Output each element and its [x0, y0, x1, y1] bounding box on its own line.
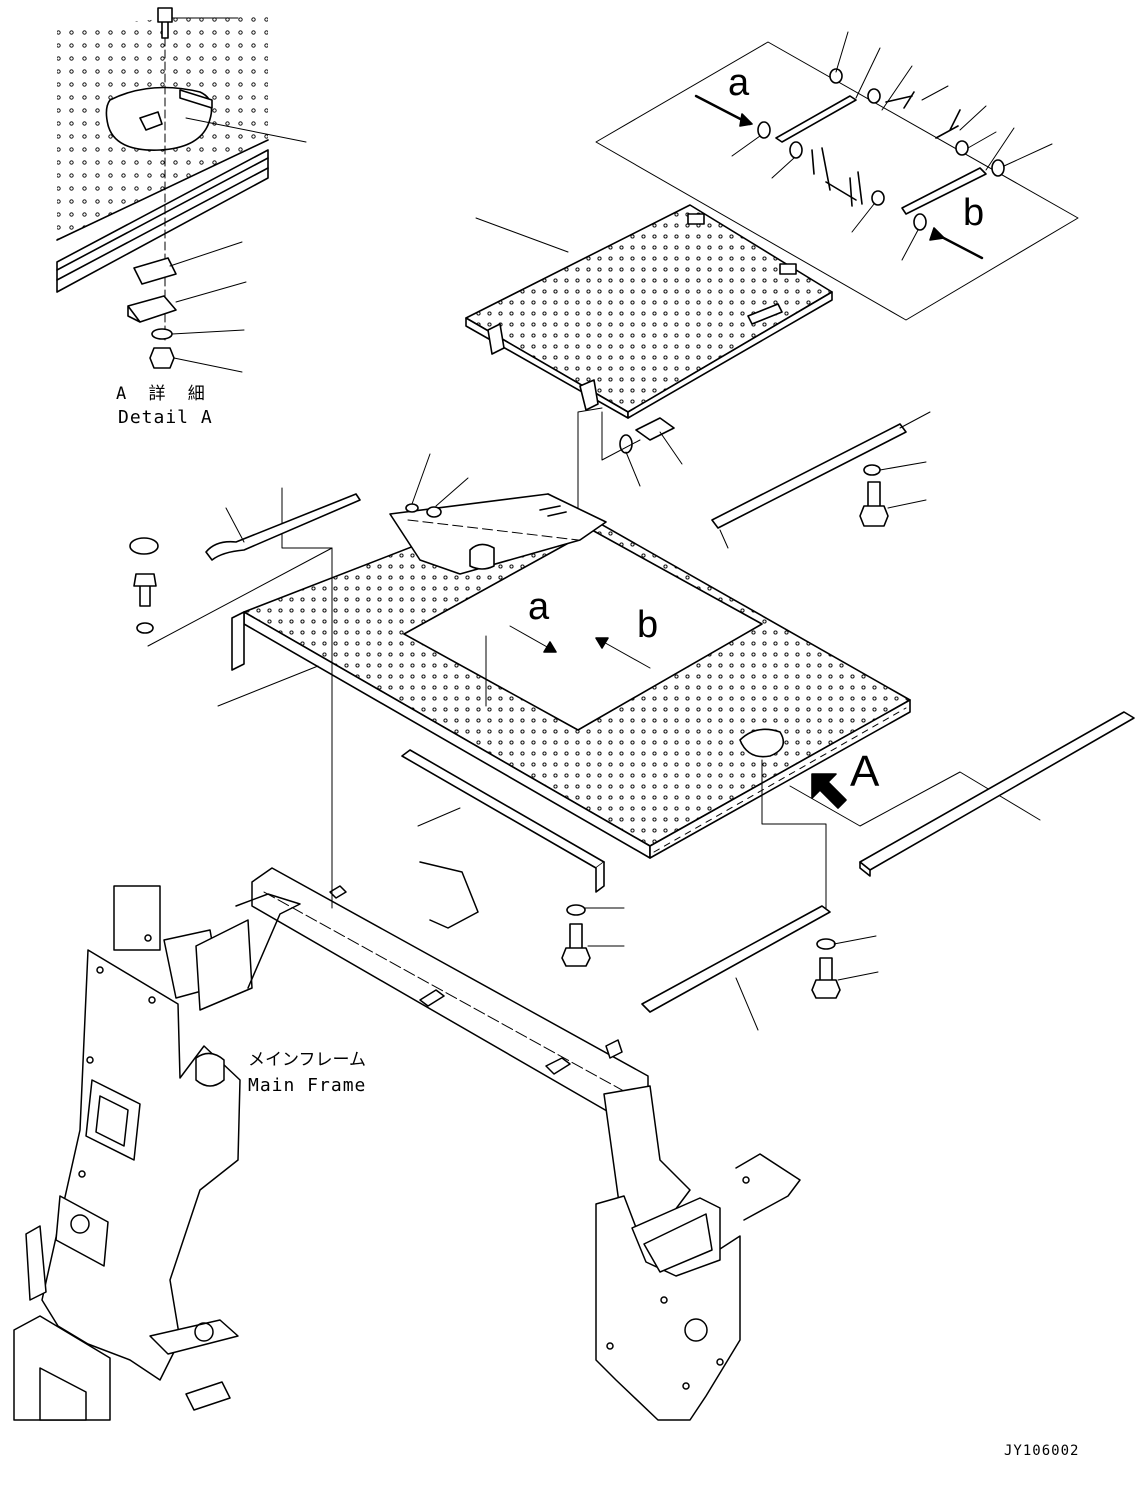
main-frame-label-en: Main Frame [248, 1075, 367, 1096]
washer-icon [405, 503, 419, 513]
washer-icon [991, 159, 1005, 177]
main-frame-group [13, 861, 801, 1421]
washer-icon [136, 622, 154, 634]
bolt-icon [859, 481, 889, 527]
view-mark-a-upper: a [728, 62, 750, 104]
detail-a-rail [56, 149, 269, 293]
washer-icon [426, 506, 442, 518]
floor-plate-group [147, 487, 1041, 911]
washer-icon [913, 213, 927, 231]
bolt-icon [133, 573, 157, 607]
detail-a-bracket [179, 89, 213, 109]
washer-icon [619, 434, 633, 454]
view-mark-b-lower: b [637, 604, 659, 646]
bolt-icon [811, 957, 841, 999]
gas-spring-detail-group [595, 31, 1079, 321]
rail-upper-right [711, 423, 907, 529]
long-bar-right [859, 711, 1135, 871]
drawing-number: JY106002 [1004, 1443, 1080, 1459]
view-mark-b-upper: b [963, 192, 985, 234]
detail-a-cover-plate [105, 86, 213, 151]
floor-opening [403, 529, 763, 731]
rail-lower-right [641, 905, 831, 1013]
washer-icon [863, 464, 881, 476]
washer-icon [757, 121, 771, 139]
hose-left [205, 493, 361, 561]
washer-icon [789, 141, 803, 159]
washer-icon [816, 938, 836, 950]
detail-a-title-en: Detail A [118, 407, 213, 428]
view-mark-a-lower: a [528, 586, 550, 628]
detail-a-clip [133, 257, 177, 285]
washer-icon [829, 68, 843, 84]
detail-a-group [56, 7, 307, 373]
view-mark-A: A [850, 747, 880, 796]
view-a-arrow [811, 773, 847, 809]
nut-icon [149, 347, 175, 369]
washer-icon [867, 88, 881, 104]
main-frame-label-jp: メインフレーム [248, 1050, 366, 1070]
gas-spring-lower [901, 167, 987, 215]
gas-spring-upper [775, 95, 857, 143]
cap-icon [129, 537, 159, 555]
floor-rear-panel [389, 493, 607, 575]
frame-left-column [41, 949, 241, 1381]
detail-a-title-jp: A 詳 細 [116, 384, 211, 404]
washer-icon [955, 140, 969, 156]
bolt-icon [635, 417, 675, 441]
bolt-icon [561, 923, 591, 967]
washer-icon [566, 904, 586, 916]
top-cover-group [465, 204, 833, 703]
washer-icon [151, 328, 173, 340]
detail-boundary [595, 41, 1079, 321]
washer-icon [871, 190, 885, 206]
